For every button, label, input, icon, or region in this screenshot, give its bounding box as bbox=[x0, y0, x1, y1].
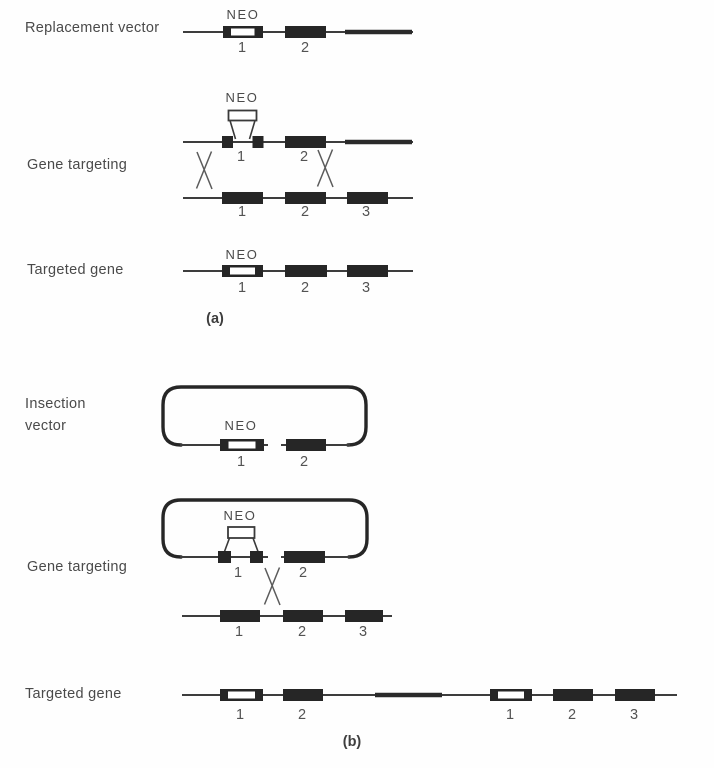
row-label-insertion-vector-line2: vector bbox=[25, 418, 67, 434]
exon-number: 2 bbox=[298, 565, 308, 581]
exon-number: 3 bbox=[361, 204, 371, 220]
panel-a-gene-targeting-row bbox=[183, 109, 413, 204]
exon1-right-half-box bbox=[250, 551, 263, 563]
exon-number: 1 bbox=[505, 707, 515, 723]
exon-number: 2 bbox=[297, 707, 307, 723]
row-label-gene-targeting-b: Gene targeting bbox=[27, 559, 128, 575]
exon-number: 1 bbox=[237, 280, 247, 296]
plasmid-loop bbox=[161, 385, 368, 447]
exon-number: 1 bbox=[235, 707, 245, 723]
row-label-insertion-vector-line1: Insection bbox=[25, 396, 86, 412]
panel-b-insertion-vector-row bbox=[161, 385, 368, 451]
exon-number: 3 bbox=[361, 280, 371, 296]
panel-b-targeted-gene-row bbox=[182, 689, 677, 701]
neo-label: NEO bbox=[223, 508, 257, 523]
exon1-right-half-box bbox=[252, 136, 264, 148]
panel-b-label: (b) bbox=[342, 734, 362, 750]
genomic-exon3-box bbox=[345, 610, 383, 622]
exon-number: 1 bbox=[236, 454, 246, 470]
exon1-left-half-box bbox=[218, 551, 231, 563]
exon-number: 2 bbox=[299, 454, 309, 470]
neo-cassette-exon1 bbox=[223, 26, 263, 38]
neo-box bbox=[227, 109, 258, 122]
exon2-box bbox=[286, 439, 326, 451]
exon-number: 2 bbox=[297, 624, 307, 640]
row-label-targeted-gene-b: Targeted gene bbox=[25, 686, 122, 702]
crossover-right-icon bbox=[316, 149, 334, 188]
exon2-box bbox=[285, 265, 327, 277]
exon2-box bbox=[284, 551, 325, 563]
panel-a-targeted-gene-row bbox=[183, 265, 413, 277]
neo-box bbox=[227, 526, 256, 539]
exon-number: 2 bbox=[300, 204, 310, 220]
genomic-exon2-box bbox=[285, 192, 326, 204]
exon-number: 1 bbox=[236, 149, 246, 165]
neo-label: NEO bbox=[225, 247, 259, 262]
insertion-funnel-left bbox=[229, 120, 237, 140]
exon2-box-copy2 bbox=[553, 689, 593, 701]
neo-label: NEO bbox=[224, 418, 258, 433]
exon-number: 3 bbox=[358, 624, 368, 640]
panel-a-label: (a) bbox=[206, 311, 224, 327]
crossover-left-icon bbox=[195, 151, 213, 190]
insertion-funnel-right bbox=[248, 120, 256, 140]
genomic-exon2-box bbox=[283, 610, 323, 622]
insertion-funnel-right bbox=[252, 537, 259, 552]
exon-number: 1 bbox=[234, 624, 244, 640]
exon3-box bbox=[347, 265, 388, 277]
crossover-icon bbox=[263, 567, 281, 606]
genomic-exon1-box bbox=[220, 610, 260, 622]
exon3-box bbox=[615, 689, 655, 701]
exon-number: 1 bbox=[233, 565, 243, 581]
row-label-replacement-vector: Replacement vector bbox=[25, 20, 160, 36]
genomic-exon3-box bbox=[347, 192, 388, 204]
panel-b-gene-targeting-row bbox=[161, 498, 392, 622]
exon1-left-half-box bbox=[222, 136, 233, 148]
exon-number: 1 bbox=[237, 40, 247, 56]
exon-number: 2 bbox=[300, 40, 310, 56]
neo-label: NEO bbox=[225, 90, 259, 105]
neo-cassette-exon1-copy1 bbox=[220, 689, 263, 701]
neo-cassette-exon1 bbox=[222, 265, 263, 277]
plasmid-loop bbox=[161, 498, 369, 559]
neo-cassette-exon1-copy2 bbox=[490, 689, 532, 701]
insertion-funnel-left bbox=[223, 537, 231, 552]
genomic-exon1-box bbox=[222, 192, 263, 204]
exon-number: 2 bbox=[299, 149, 309, 165]
neo-cassette-exon1 bbox=[220, 439, 264, 451]
exon-number: 2 bbox=[567, 707, 577, 723]
exon-number: 1 bbox=[237, 204, 247, 220]
exon-number: 2 bbox=[300, 280, 310, 296]
exon2-box bbox=[285, 26, 326, 38]
exon2-box bbox=[285, 136, 326, 148]
row-label-gene-targeting-a: Gene targeting bbox=[27, 157, 128, 173]
panel-a-replacement-vector-row bbox=[183, 26, 413, 38]
exon2-box-copy1 bbox=[283, 689, 323, 701]
exon-number: 3 bbox=[629, 707, 639, 723]
row-label-targeted-gene-a: Targeted gene bbox=[27, 262, 124, 278]
neo-label: NEO bbox=[226, 7, 260, 22]
